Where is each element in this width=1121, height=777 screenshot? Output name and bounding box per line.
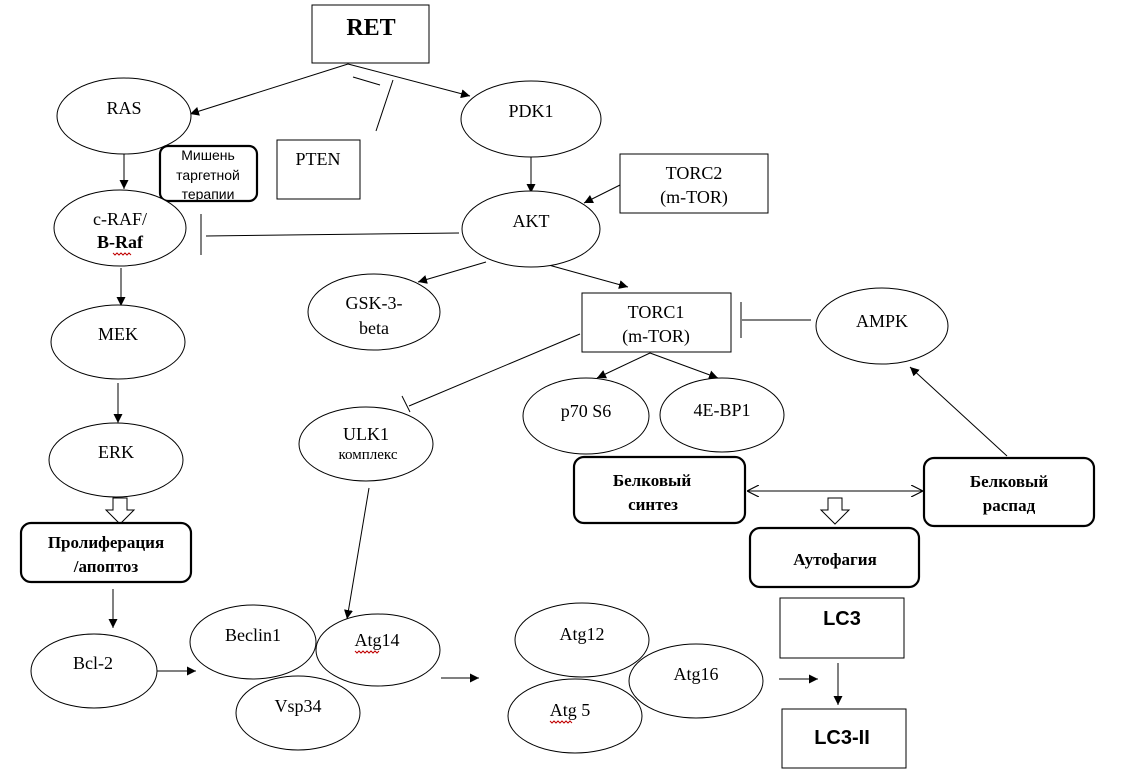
node-pdk1: PDK1 [460, 80, 602, 158]
node-ampk-label: AMPK [856, 311, 908, 331]
node-torc2-line2: (m-TOR) [660, 187, 728, 208]
node-torc1-line1: TORC1 [628, 302, 685, 322]
node-gsk3: GSK-3- beta [307, 273, 441, 351]
inhibit-bar-pten [352, 76, 381, 86]
node-p70s6: p70 S6 [522, 377, 650, 455]
node-pten-label: PTEN [296, 149, 341, 169]
node-target-therapy: Мишень таргетной терапии [158, 144, 259, 203]
node-gsk3-line2: beta [359, 318, 389, 338]
node-proliferation: Пролиферация /апоптоз [19, 521, 193, 584]
node-proliferation-line1: Пролиферация [48, 533, 164, 552]
node-p70s6-label: p70 S6 [561, 401, 612, 421]
inhibit-bar-ulk1 [401, 395, 411, 413]
node-proliferation-line2: /апоптоз [73, 557, 139, 576]
edge-akt-gsk3 [417, 261, 487, 284]
node-autophagy-label: Аутофагия [793, 550, 877, 569]
node-autophagy: Аутофагия [748, 526, 921, 589]
spellcheck-underline [354, 650, 380, 654]
node-lc3ii-label: LC3-II [814, 727, 870, 749]
node-atg16-label: Atg16 [674, 664, 719, 684]
node-lc3: LC3 [779, 597, 905, 659]
node-beclin1-label: Beclin1 [225, 625, 281, 645]
edges [104, 63, 1008, 705]
node-gsk3-line1: GSK-3- [346, 293, 403, 313]
node-ras-label: RAS [106, 98, 141, 118]
node-4ebp1: 4E-BP1 [659, 377, 785, 453]
node-atg5-label: Atg 5 [550, 700, 591, 720]
node-vsp34: Vsp34 [235, 675, 361, 751]
node-akt-label: AKT [513, 211, 550, 231]
node-lc3ii: LC3-II [781, 708, 907, 769]
node-bcl2-label: Bcl-2 [73, 653, 113, 673]
node-protein-breakdown-line1: Белковый [970, 472, 1048, 491]
node-protein-breakdown: Белковый распад [922, 456, 1096, 528]
node-atg14: Atg14 [315, 613, 441, 687]
node-beclin1: Beclin1 [189, 604, 317, 680]
edge-akt-raf [205, 232, 460, 237]
edge-breakdown-ampk [909, 366, 1008, 457]
node-4ebp1-label: 4E-BP1 [693, 400, 750, 420]
node-ras: RAS [56, 77, 192, 155]
node-pten: PTEN [276, 139, 361, 200]
node-protein-synthesis-line1: Белковый [613, 471, 691, 490]
node-target-therapy-line3: терапии [182, 186, 235, 202]
node-atg16: Atg16 [628, 643, 764, 719]
node-atg14-label: Atg14 [355, 630, 400, 650]
edge-pten-inhibit [375, 79, 394, 132]
edge-ret-ras [189, 63, 349, 116]
nodes: RET RAS PDK1 PTEN Мишень таргетной терап… [19, 4, 1096, 769]
node-ampk: AMPK [815, 287, 949, 365]
node-torc1-line2: (m-TOR) [622, 326, 690, 347]
spellcheck-underline [112, 252, 132, 256]
edge-torc1-ulk1 [408, 333, 581, 407]
node-ulk1: ULK1 комплекс [298, 406, 434, 482]
node-pdk1-label: PDK1 [508, 101, 553, 121]
spellcheck-underline [549, 720, 573, 724]
node-akt: AKT [461, 190, 601, 268]
node-ret: RET [311, 4, 430, 64]
block-arrow-erk-proliferation [104, 497, 136, 525]
block-arrow-to-autophagy [819, 497, 851, 525]
node-raf-line1: c-RAF/ [93, 209, 147, 229]
node-protein-breakdown-line2: распад [983, 496, 1036, 515]
node-protein-synthesis: Белковый синтез [572, 455, 747, 525]
edge-ulk1-atg14 [344, 487, 370, 620]
node-mek: MEK [50, 304, 186, 380]
node-atg5: Atg 5 [507, 678, 643, 754]
node-atg12: Atg12 [514, 602, 650, 678]
node-erk: ERK [48, 422, 184, 498]
node-target-therapy-line2: таргетной [176, 167, 240, 183]
edge-torc1-p70s6 [596, 352, 651, 379]
edge-ret-pdk1 [347, 63, 471, 99]
edge-torc2-akt [583, 184, 621, 204]
node-torc2-line1: TORC2 [666, 163, 723, 183]
node-lc3-label: LC3 [823, 608, 861, 630]
node-torc1: TORC1 (m-TOR) [581, 292, 732, 353]
node-atg12-label: Atg12 [560, 624, 605, 644]
node-ulk1-line1: ULK1 [343, 424, 389, 444]
node-protein-synthesis-line2: синтез [628, 495, 678, 514]
node-erk-label: ERK [98, 442, 134, 462]
node-mek-label: MEK [98, 324, 138, 344]
node-target-therapy-line1: Мишень [181, 147, 235, 163]
node-torc2: TORC2 (m-TOR) [619, 153, 769, 214]
node-ret-label: RET [346, 15, 395, 41]
edge-akt-torc1 [544, 263, 629, 289]
node-ulk1-line2: комплекс [339, 447, 398, 463]
node-raf: c-RAF/ B-Raf [53, 189, 187, 267]
node-vsp34-label: Vsp34 [274, 696, 321, 716]
node-raf-line2: B-Raf [97, 232, 144, 252]
edge-torc1-4ebp1 [649, 352, 719, 380]
node-bcl2: Bcl-2 [30, 633, 158, 709]
